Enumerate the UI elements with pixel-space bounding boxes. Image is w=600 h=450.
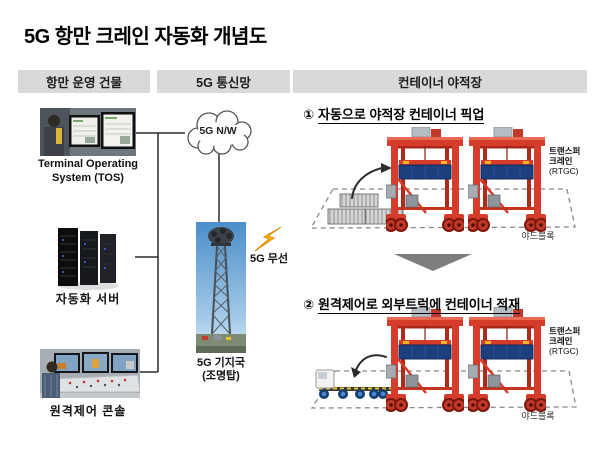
wireless-label: 5G 무선 [250,253,288,265]
crane-label-1: 트랜스퍼 크레인 (RTGC) [549,146,581,177]
transfer-crane-1 [386,127,464,232]
station-label: 5G 기지국 (조명탑) [196,357,246,383]
console-photo [40,349,140,398]
transfer-crane-3 [386,307,464,412]
tos-label: Terminal Operating System (TOS) [37,158,139,184]
network-cloud-icon [187,110,252,155]
header-5g-network: 5G 통신망 [157,70,290,93]
step-down-arrow [394,254,472,271]
external-truck [315,369,394,399]
tos-photo [40,108,136,156]
transfer-crane-2 [468,127,546,232]
header-port-building: 항만 운영 건물 [18,70,150,93]
crane-label-2: 트랜스퍼 크레인 (RTGC) [549,326,581,357]
lightning-icon [254,226,282,252]
yard-block-label-2: 야드블록 [521,411,555,421]
console-label: 원격제어 콘솔 [49,404,127,418]
pickup-arrow [351,163,392,199]
server-label: 자동화 서버 [55,292,121,306]
cloud-label: 5G N/W [199,125,237,137]
server-photo [58,228,119,290]
connector-lines [135,132,220,373]
load-arrow [351,354,387,378]
transfer-crane-4 [468,307,546,412]
page-title: 5G 항만 크레인 자동화 개념도 [24,26,267,48]
yard-block-label-1: 야드블록 [521,231,555,241]
base-station-photo [196,222,246,353]
header-container-yard: 컨테이너 야적장 [293,70,587,93]
